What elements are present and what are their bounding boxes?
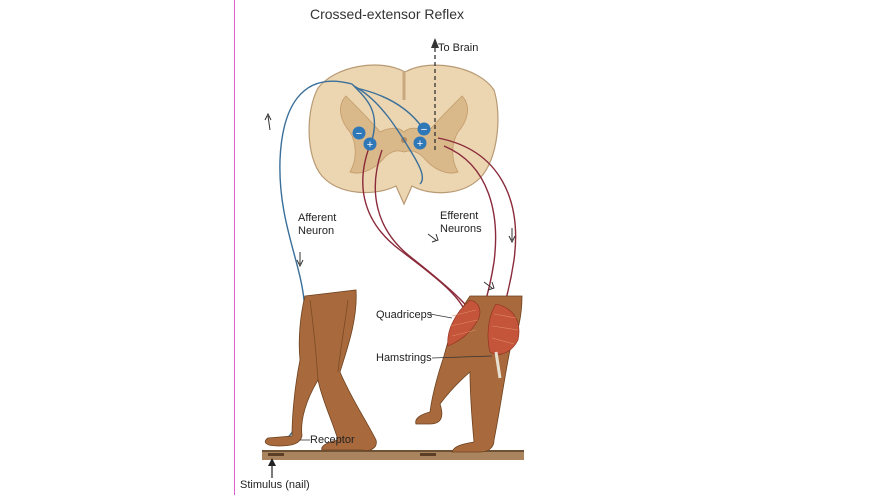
svg-text:+: + — [417, 138, 423, 150]
afferent-label-line1: Afferent — [298, 212, 337, 224]
synapse-markers: − + − + — [352, 122, 431, 151]
hamstrings-label: Hamstrings — [376, 352, 432, 364]
stimulus-label: Stimulus (nail) — [240, 479, 310, 491]
floor — [262, 450, 524, 460]
efferent-label-line1: Efferent — [440, 210, 479, 222]
afferent-label-line2: Neuron — [298, 225, 335, 237]
svg-text:−: − — [421, 124, 427, 136]
inhibitory-synapse-right: − — [417, 122, 431, 136]
spinal-cord-section — [308, 64, 499, 206]
left-leg — [264, 289, 377, 451]
to-brain-tract — [431, 38, 439, 150]
excitatory-synapse-left: + — [363, 137, 377, 151]
right-leg — [415, 295, 523, 453]
quadriceps-label: Quadriceps — [376, 309, 433, 321]
label-leaders — [300, 313, 493, 441]
direction-arrows — [264, 112, 516, 291]
diagram-title: Crossed-extensor Reflex — [310, 6, 465, 22]
inhibitory-synapse-left: − — [352, 126, 366, 140]
svg-text:+: + — [367, 139, 373, 151]
efferent-label-line2: Neurons — [440, 223, 482, 235]
stimulus-arrow — [268, 458, 276, 478]
svg-text:−: − — [356, 128, 362, 140]
hamstring-muscle — [487, 303, 520, 355]
page-edge-rule — [234, 0, 235, 495]
receptor-label: Receptor — [310, 434, 355, 446]
to-brain-label: To Brain — [438, 42, 479, 54]
excitatory-synapse-right: + — [413, 136, 427, 150]
